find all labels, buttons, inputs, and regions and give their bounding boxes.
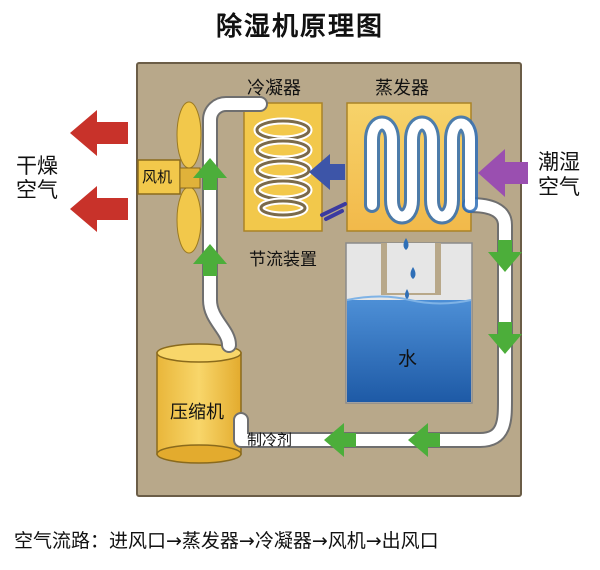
- humid-air-label-line2: 空气: [538, 175, 580, 199]
- green-arrow-up: [193, 244, 227, 276]
- water-label: 水: [398, 348, 418, 370]
- dry-air-arrow: [70, 110, 128, 156]
- dry-air-label-line2: 空气: [16, 178, 58, 202]
- green-arrow-left: [324, 423, 356, 457]
- refrigerant-label: 制冷剂: [247, 431, 293, 449]
- green-arrow-down: [488, 240, 522, 272]
- evaporator-coil: [364, 115, 478, 225]
- green-arrow-left: [408, 423, 440, 457]
- fan-blade: [176, 101, 202, 169]
- dry-air-label-line1: 干燥: [16, 154, 58, 178]
- throttle-device: [320, 202, 347, 221]
- condenser-label: 冷凝器: [247, 78, 301, 99]
- dry-air-arrow: [70, 186, 128, 232]
- water-drop: [410, 267, 416, 279]
- refrigerant-pipe: [202, 96, 513, 448]
- fan-motor: [137, 159, 181, 195]
- water-drop: [405, 289, 409, 299]
- humid-air-label-line1: 潮湿: [538, 150, 580, 174]
- diagram-title: 除湿机原理图: [215, 12, 384, 42]
- green-arrow-up: [193, 158, 227, 190]
- water-drop: [403, 238, 409, 250]
- fan-blade: [176, 186, 202, 254]
- humid-air-arrow: [478, 149, 528, 197]
- fan: [137, 101, 202, 254]
- fan-label: 风机: [142, 168, 173, 186]
- refrigerant-flow-arrows: [193, 158, 522, 457]
- water: [347, 300, 471, 402]
- air-flow-arrow: [309, 154, 345, 190]
- airflow-caption: 空气流路：进风口→蒸发器→冷凝器→风机→出风口: [14, 530, 439, 552]
- throttle-label: 节流装置: [249, 250, 317, 270]
- green-arrow-down: [488, 322, 522, 354]
- evaporator-label: 蒸发器: [375, 78, 429, 99]
- compressor-top: [156, 343, 242, 363]
- condenser-coil: [253, 117, 313, 219]
- compressor-label: 压缩机: [170, 402, 224, 423]
